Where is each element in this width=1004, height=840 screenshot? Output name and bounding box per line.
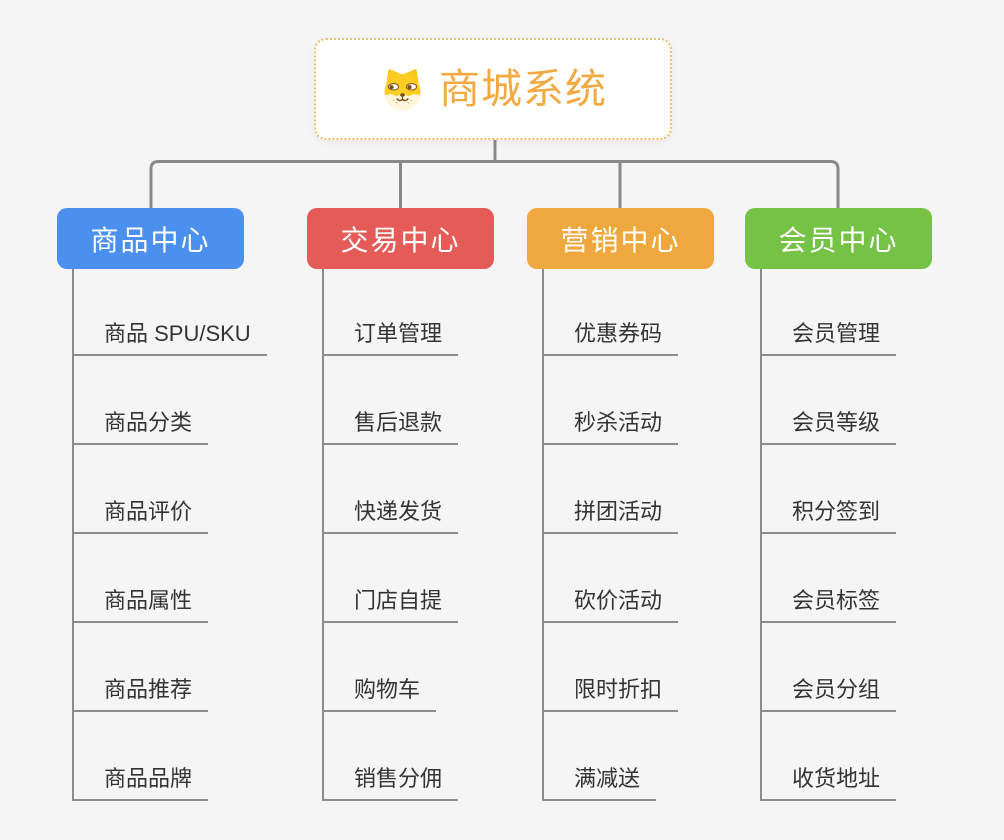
leaf-node[interactable]: 商品分类 [74, 356, 209, 445]
leaf-label: 拼团活动 [574, 498, 663, 524]
leaf-label: 商品评价 [104, 498, 193, 524]
leaf-node[interactable]: 商品属性 [74, 534, 209, 623]
leaf-label: 积分签到 [792, 498, 881, 524]
leaf-node[interactable]: 秒杀活动 [544, 356, 679, 445]
leaf-node[interactable]: 限时折扣 [544, 623, 679, 712]
leaf-label: 快递发货 [354, 498, 443, 524]
leaf-node[interactable]: 会员分组 [762, 623, 897, 712]
leaf-label: 商品 SPU/SKU [104, 320, 251, 346]
leaf-label: 会员管理 [792, 320, 881, 346]
leaf-node[interactable]: 商品推荐 [74, 623, 209, 712]
leaf-node[interactable]: 商品评价 [74, 445, 209, 534]
leaf-label: 限时折扣 [574, 676, 663, 702]
leaf-column-member-center: 会员管理 会员等级 积分签到 会员标签 会员分组 收货地址 [760, 267, 897, 801]
leaf-node[interactable]: 会员标签 [762, 534, 897, 623]
leaf-node[interactable]: 积分签到 [762, 445, 897, 534]
leaf-label: 砍价活动 [574, 587, 663, 613]
leaf-node[interactable]: 门店自提 [324, 534, 459, 623]
leaf-label: 优惠券码 [574, 320, 663, 346]
leaf-column-trade-center: 订单管理 售后退款 快递发货 门店自提 购物车 销售分佣 [322, 267, 459, 801]
leaf-label: 秒杀活动 [574, 409, 663, 435]
leaf-label: 商品属性 [104, 587, 193, 613]
leaf-label: 销售分佣 [354, 765, 443, 791]
leaf-node[interactable]: 拼团活动 [544, 445, 679, 534]
leaf-node[interactable]: 订单管理 [324, 267, 459, 356]
branch-node-trade-center[interactable]: 交易中心 [307, 208, 494, 269]
leaf-label: 购物车 [354, 676, 421, 702]
connector-branch-rail [149, 160, 840, 208]
leaf-label: 商品分类 [104, 409, 193, 435]
dog-face-icon [384, 68, 421, 110]
leaf-node[interactable]: 商品品牌 [74, 712, 209, 801]
leaf-node[interactable]: 购物车 [324, 623, 437, 712]
leaf-label: 售后退款 [354, 409, 443, 435]
leaf-node[interactable]: 售后退款 [324, 356, 459, 445]
root-title: 商城系统 [439, 65, 607, 112]
leaf-label: 满减送 [574, 765, 641, 791]
leaf-column-product-center: 商品 SPU/SKU 商品分类 商品评价 商品属性 商品推荐 商品品牌 [72, 267, 267, 801]
leaf-label: 商品推荐 [104, 676, 193, 702]
leaf-node[interactable]: 商品 SPU/SKU [74, 267, 267, 356]
leaf-node[interactable]: 收货地址 [762, 712, 897, 801]
leaf-label: 门店自提 [354, 587, 443, 613]
leaf-label: 收货地址 [792, 765, 881, 791]
leaf-node[interactable]: 会员等级 [762, 356, 897, 445]
leaf-node[interactable]: 砍价活动 [544, 534, 679, 623]
leaf-node[interactable]: 销售分佣 [324, 712, 459, 801]
leaf-label: 会员等级 [792, 409, 881, 435]
branch-node-marketing-center[interactable]: 营销中心 [527, 208, 714, 269]
leaf-node[interactable]: 会员管理 [762, 267, 897, 356]
leaf-label: 会员分组 [792, 676, 881, 702]
leaf-node[interactable]: 满减送 [544, 712, 657, 801]
leaf-node[interactable]: 快递发货 [324, 445, 459, 534]
leaf-label: 订单管理 [354, 320, 443, 346]
branch-node-member-center[interactable]: 会员中心 [745, 208, 932, 269]
leaf-node[interactable]: 优惠券码 [544, 267, 679, 356]
leaf-label: 会员标签 [792, 587, 881, 613]
branch-node-product-center[interactable]: 商品中心 [57, 208, 244, 269]
leaf-column-marketing-center: 优惠券码 秒杀活动 拼团活动 砍价活动 限时折扣 满减送 [542, 267, 679, 801]
leaf-label: 商品品牌 [104, 765, 193, 791]
root-node[interactable]: 商城系统 [314, 38, 672, 140]
